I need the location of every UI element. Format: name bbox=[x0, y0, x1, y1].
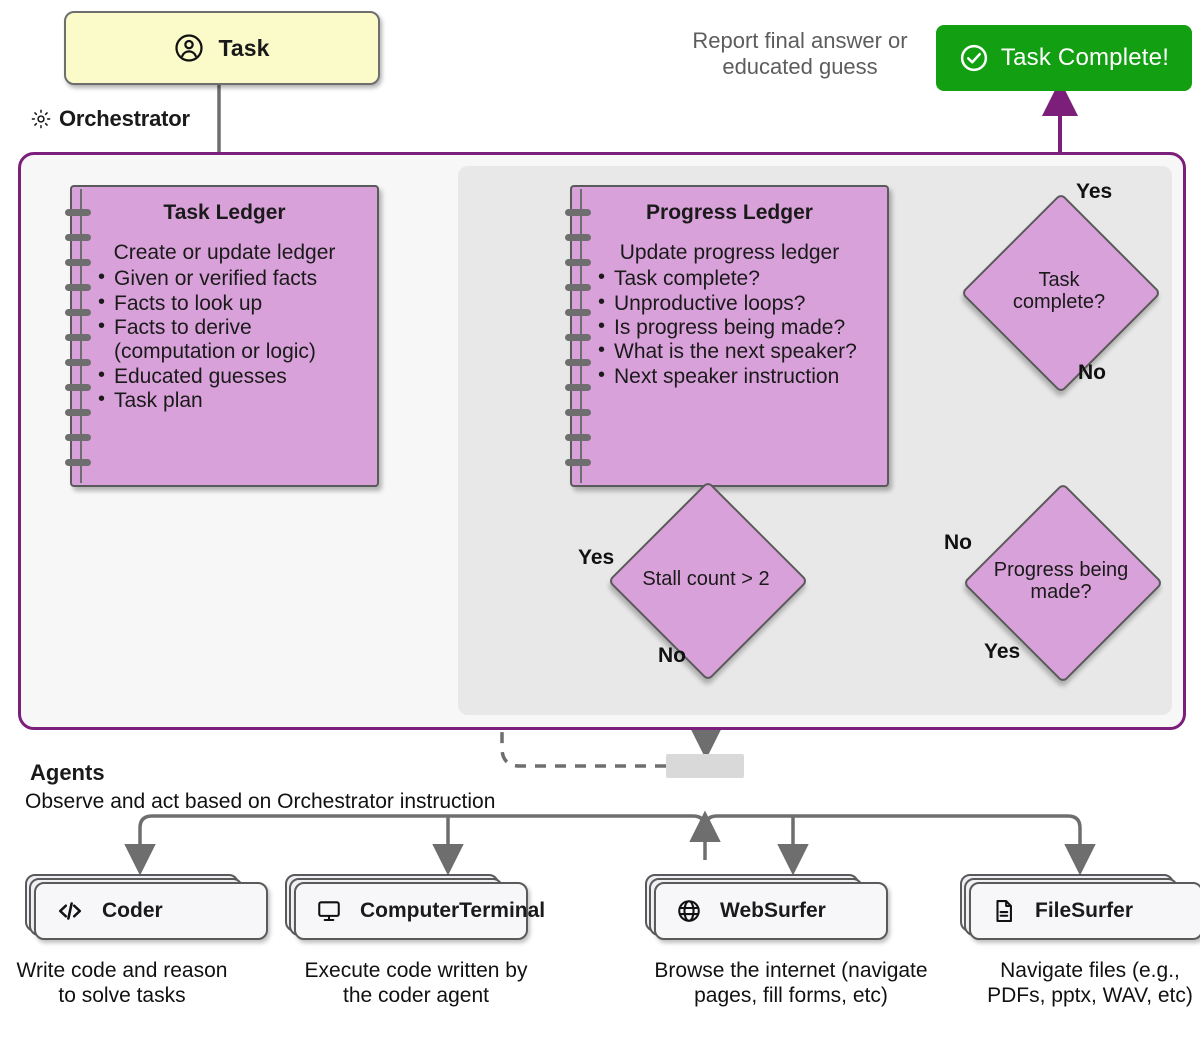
task-complete-badge-label: Task Complete! bbox=[1000, 44, 1170, 71]
agent-name: ComputerTerminal bbox=[360, 899, 546, 922]
list-item: Facts to derive (computation or logic) bbox=[98, 315, 369, 365]
list-item: What is the next speaker? bbox=[598, 339, 879, 364]
check-circle-icon bbox=[959, 43, 989, 73]
list-item: Unproductive loops? bbox=[598, 290, 879, 316]
edge-label-task-complete-yes: Yes bbox=[1076, 180, 1113, 203]
agent-card-websurfer[interactable]: WebSurfer Browse the internet (navigate … bbox=[645, 874, 928, 1007]
agent-card-stack: ComputerTerminal bbox=[285, 874, 545, 940]
agent-card-coder[interactable]: Coder Write code and reason to solve tas… bbox=[17, 874, 268, 1007]
agent-description: Execute code written by the coder agent bbox=[304, 959, 528, 1008]
task-ledger-card[interactable]: Task Ledger Create or update ledger Give… bbox=[65, 185, 379, 487]
progress-ledger-list: Task complete? Unproductive loops? Is pr… bbox=[572, 266, 887, 389]
progress-ledger-subtitle: Update progress ledger bbox=[619, 241, 840, 264]
agent-card-stack: WebSurfer bbox=[645, 874, 888, 940]
user-circle-icon bbox=[174, 33, 204, 63]
task-ledger-list: Given or verified facts Facts to look up… bbox=[72, 266, 377, 413]
edge-label-stall-no: No bbox=[658, 644, 686, 667]
agent-hub-bar bbox=[666, 754, 744, 778]
decision-progress-made[interactable]: Progress being made? bbox=[962, 482, 1164, 684]
list-item: Next speaker instruction bbox=[598, 364, 879, 389]
list-item: Educated guesses bbox=[98, 364, 369, 389]
task-ledger-title: Task Ledger bbox=[163, 201, 286, 224]
agent-card-computerterminal[interactable]: ComputerTerminal Execute code written by… bbox=[285, 874, 545, 1007]
edge-label-progress-made-yes: Yes bbox=[984, 640, 1021, 663]
gear-icon bbox=[30, 108, 52, 130]
orchestrator-label: Orchestrator bbox=[59, 106, 190, 131]
edge-label-task-complete-no: No bbox=[1078, 361, 1106, 384]
stack-sheet-front: WebSurfer bbox=[654, 882, 888, 940]
report-note: Report final answer or educated guess bbox=[692, 28, 908, 79]
document-icon bbox=[991, 898, 1017, 924]
list-item: Task plan bbox=[98, 388, 369, 413]
edge-label-stall-yes: Yes bbox=[578, 546, 615, 569]
agent-card-filesurfer[interactable]: FileSurfer Navigate files (e.g., PDFs, p… bbox=[960, 874, 1200, 1007]
agent-description: Browse the internet (navigate pages, fil… bbox=[654, 959, 928, 1008]
agent-name: FileSurfer bbox=[1035, 899, 1134, 922]
globe-icon bbox=[676, 898, 702, 924]
agent-description: Write code and reason to solve tasks bbox=[16, 959, 228, 1008]
decision-progress-made-label: Progress being made? bbox=[993, 559, 1129, 603]
decision-stall-count[interactable]: Stall count > 2 bbox=[607, 480, 809, 682]
progress-ledger-title: Progress Ledger bbox=[646, 201, 813, 224]
agent-card-stack: Coder bbox=[25, 874, 268, 940]
agent-name: WebSurfer bbox=[720, 899, 826, 922]
decision-task-complete-label: Task complete? bbox=[1012, 269, 1106, 313]
stack-sheet-front: ComputerTerminal bbox=[294, 882, 545, 940]
task-ledger-subtitle: Create or update ledger bbox=[113, 241, 336, 264]
agent-card-stack: FileSurfer bbox=[960, 874, 1200, 940]
progress-ledger-card[interactable]: Progress Ledger Update progress ledger T… bbox=[565, 185, 889, 487]
agents-title: Agents bbox=[30, 760, 105, 785]
decision-task-complete[interactable]: Task complete? bbox=[960, 192, 1162, 394]
list-item: Given or verified facts bbox=[98, 266, 369, 291]
edge-label-progress-made-no: No bbox=[944, 531, 972, 554]
decision-stall-count-label: Stall count > 2 bbox=[642, 568, 770, 590]
list-item: Task complete? bbox=[598, 266, 879, 291]
list-item: Is progress being made? bbox=[598, 315, 879, 340]
agent-name: Coder bbox=[102, 899, 163, 922]
monitor-icon bbox=[316, 898, 342, 924]
agents-subtitle: Observe and act based on Orchestrator in… bbox=[25, 790, 496, 813]
list-item: Facts to look up bbox=[98, 290, 369, 316]
code-brackets-icon bbox=[56, 897, 84, 925]
agent-description: Navigate files (e.g., PDFs, pptx, WAV, e… bbox=[987, 959, 1193, 1008]
stack-sheet-front: FileSurfer bbox=[969, 882, 1200, 940]
task-card[interactable]: Task bbox=[64, 11, 380, 85]
task-card-label: Task bbox=[218, 34, 270, 61]
stack-sheet-front: Coder bbox=[34, 882, 268, 940]
orchestrator-title: Orchestrator bbox=[30, 106, 190, 132]
task-complete-badge[interactable]: Task Complete! bbox=[936, 25, 1192, 91]
